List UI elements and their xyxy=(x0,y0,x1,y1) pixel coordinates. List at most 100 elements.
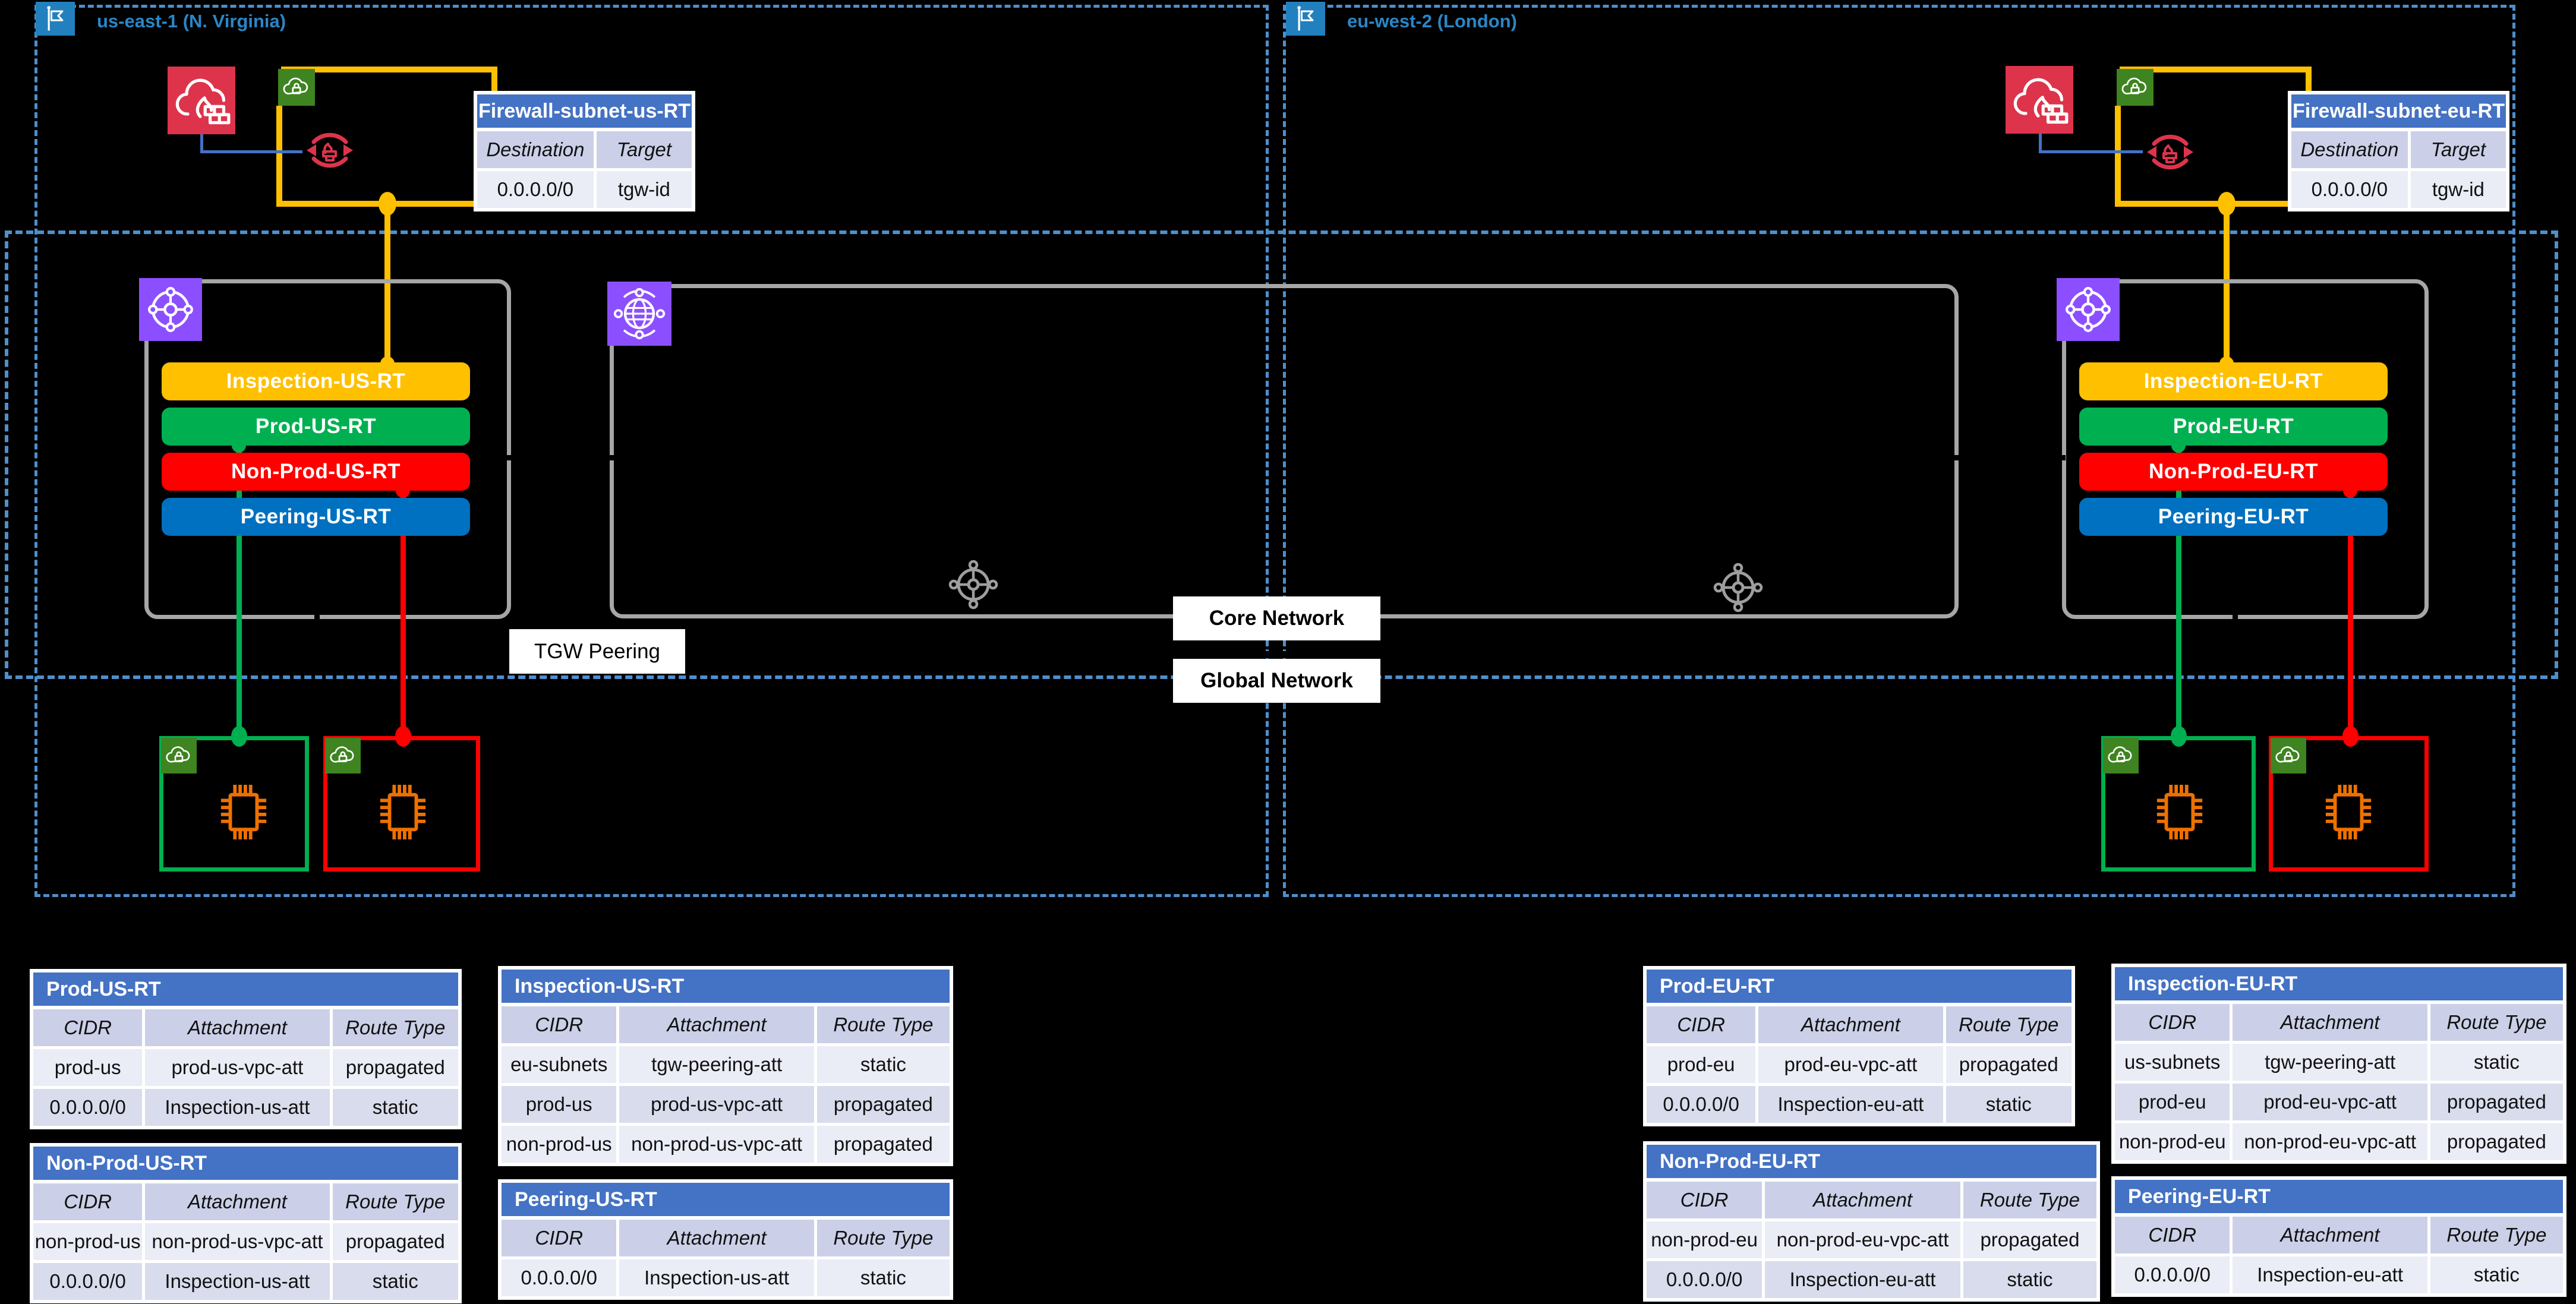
table-cell: propagated xyxy=(332,1049,458,1086)
col-header: Route Type xyxy=(2430,1004,2563,1041)
transit-gateway-icon xyxy=(2057,278,2120,341)
peering-us-rt-table: Peering-US-RT CIDR Attachment Route Type… xyxy=(498,1179,953,1300)
us-prod-line xyxy=(237,445,242,738)
table-cell: static xyxy=(816,1046,950,1083)
eu-nonprod-line xyxy=(2348,491,2353,738)
col-header: CIDR xyxy=(2115,1004,2230,1041)
us-firewall-endpoint-line-v xyxy=(200,134,203,152)
col-header: Destination xyxy=(2291,131,2408,168)
inspection-eu-rt-table: Inspection-EU-RT CIDR Attachment Route T… xyxy=(2111,964,2566,1164)
ec2-instance-icon xyxy=(217,779,270,844)
table-cell: prod-eu xyxy=(1647,1046,1756,1083)
firewall-subnet-eu-rt-table: Firewall-subnet-eu-RT Destination Target… xyxy=(2288,91,2509,211)
table-cell: propagated xyxy=(332,1223,458,1260)
table-cell: static xyxy=(1946,1086,2071,1123)
tgw-us-rt-prod: Prod-US-RT xyxy=(162,408,470,446)
table-cell: non-prod-eu-vpc-att xyxy=(1765,1221,1960,1258)
eu-subnet-rt-line-left xyxy=(2115,106,2121,207)
table-title: Inspection-US-RT xyxy=(502,970,950,1003)
table-cell: 0.0.0.0/0 xyxy=(2115,1256,2230,1293)
region-flag-icon xyxy=(36,2,75,36)
table-cell: 0.0.0.0/0 xyxy=(1647,1086,1756,1123)
us-subnet-rt-line-left xyxy=(276,106,282,207)
table-cell: prod-us-vpc-att xyxy=(145,1049,330,1086)
col-header: CIDR xyxy=(1647,1006,1756,1043)
col-header: Attachment xyxy=(619,1220,814,1256)
line-bump xyxy=(232,438,246,453)
col-header: Attachment xyxy=(2233,1217,2427,1254)
table-cell: 0.0.0.0/0 xyxy=(502,1259,617,1296)
table-cell: propagated xyxy=(1946,1046,2071,1083)
private-subnet-lock-icon xyxy=(161,738,197,773)
non-prod-us-rt-table: Non-Prod-US-RT CIDR Attachment Route Typ… xyxy=(30,1143,462,1303)
prod-eu-rt-table: Prod-EU-RT CIDR Attachment Route Type pr… xyxy=(1643,966,2075,1126)
table-cell: 0.0.0.0/0 xyxy=(477,171,594,208)
private-subnet-lock-icon xyxy=(325,738,361,773)
tgw-peering-line-right xyxy=(2233,531,2238,653)
table-cell: 0.0.0.0/0 xyxy=(2291,171,2408,208)
col-header: Attachment xyxy=(1758,1006,1943,1043)
eu-prod-line xyxy=(2176,445,2181,738)
transit-gateway-icon xyxy=(139,278,202,341)
line-bump xyxy=(2171,438,2186,453)
table-cell: prod-us-vpc-att xyxy=(619,1086,814,1123)
vpc-attach-dot xyxy=(395,726,411,747)
firewall-subnet-us-rt-table: Firewall-subnet-us-RT Destination Target… xyxy=(474,91,695,211)
region-us-boundary xyxy=(34,5,1269,897)
firewall-endpoint-icon xyxy=(2142,124,2199,181)
col-header: Attachment xyxy=(2233,1004,2427,1041)
network-firewall-icon xyxy=(168,67,235,134)
non-prod-eu-rt-table: Non-Prod-EU-RT CIDR Attachment Route Typ… xyxy=(1643,1141,2100,1302)
table-title: Non-Prod-EU-RT xyxy=(1647,1145,2096,1178)
private-subnet-lock-icon xyxy=(2271,738,2306,773)
table-cell: prod-us xyxy=(33,1049,143,1086)
table-cell: tgw-peering-att xyxy=(619,1046,814,1083)
table-cell: Inspection-us-att xyxy=(145,1263,330,1300)
cloud-wan-icon xyxy=(607,282,671,346)
table-cell: propagated xyxy=(816,1086,950,1123)
table-cell: non-prod-eu-vpc-att xyxy=(2233,1123,2427,1160)
col-header: CIDR xyxy=(502,1006,617,1043)
ec2-instance-icon xyxy=(2322,779,2375,844)
eu-subnet-rt-line-bottom xyxy=(2115,201,2290,207)
table-cell: static xyxy=(1963,1261,2096,1298)
private-subnet-lock-icon xyxy=(2103,738,2139,773)
table-title: Prod-EU-RT xyxy=(1647,970,2071,1003)
ec2-instance-icon xyxy=(377,779,429,844)
col-header: Attachment xyxy=(1765,1182,1960,1218)
us-junction-dot xyxy=(379,192,396,216)
col-header: CIDR xyxy=(33,1183,143,1220)
col-header: Route Type xyxy=(2430,1217,2563,1254)
global-network-label: Global Network xyxy=(1173,659,1380,703)
table-title: Inspection-EU-RT xyxy=(2115,967,2563,1000)
table-cell: 0.0.0.0/0 xyxy=(33,1263,143,1300)
col-header: CIDR xyxy=(2115,1217,2230,1254)
col-header: Attachment xyxy=(145,1009,330,1046)
us-subnet-rt-line-topdrop xyxy=(491,67,497,93)
table-cell: tgw-id xyxy=(2410,171,2506,208)
table-cell: Inspection-us-att xyxy=(145,1089,330,1126)
col-header: CIDR xyxy=(502,1220,617,1256)
table-title: Prod-US-RT xyxy=(33,973,458,1006)
tgw-eu-rt-nonprod: Non-Prod-EU-RT xyxy=(2079,453,2388,491)
table-cell: non-prod-us-vpc-att xyxy=(619,1126,814,1163)
eu-subnet-rt-line-top xyxy=(2120,67,2312,72)
table-cell: non-prod-us-vpc-att xyxy=(145,1223,330,1260)
table-cell: prod-eu-vpc-att xyxy=(2233,1084,2427,1120)
region-eu-boundary xyxy=(1283,5,2515,897)
us-nonprod-line xyxy=(401,491,406,738)
table-cell: propagated xyxy=(2430,1084,2563,1120)
tgw-eu-box xyxy=(2062,279,2429,619)
us-subnet-rt-line-bottom xyxy=(276,201,475,207)
eu-firewall-endpoint-line-v xyxy=(2039,134,2042,152)
table-cell: prod-us xyxy=(502,1086,617,1123)
tgw-us-rt-inspection: Inspection-US-RT xyxy=(162,362,470,400)
table-cell: Inspection-eu-att xyxy=(1765,1261,1960,1298)
us-firewall-endpoint-line-h xyxy=(200,150,302,153)
table-cell: propagated xyxy=(2430,1123,2563,1160)
table-cell: non-prod-eu xyxy=(2115,1123,2230,1160)
table-cell: non-prod-eu xyxy=(1647,1221,1762,1258)
private-subnet-lock-icon xyxy=(2117,69,2154,106)
tgw-eu-rt-prod: Prod-EU-RT xyxy=(2079,408,2388,446)
